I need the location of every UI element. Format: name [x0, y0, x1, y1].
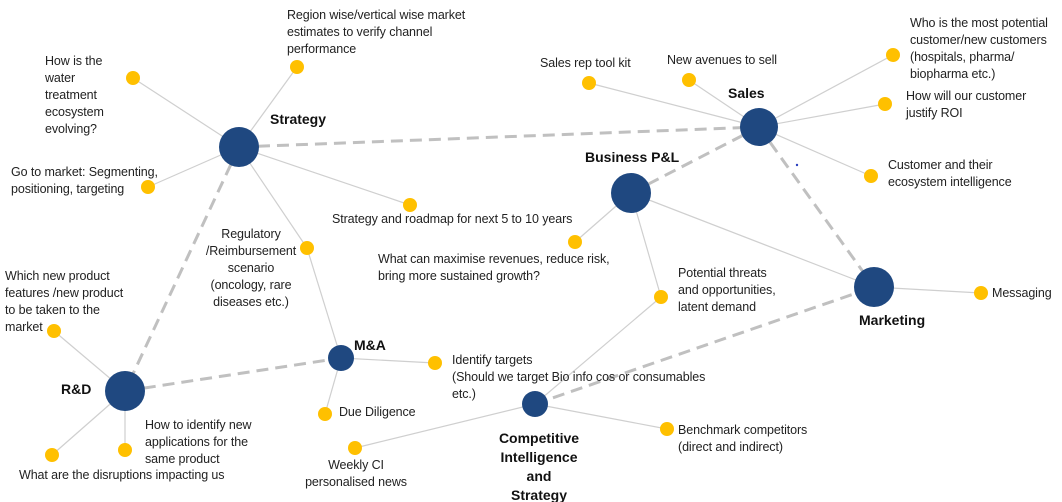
- edge-strategy-s1: [132, 77, 240, 148]
- leaf-label-due-diligence: Due Diligence: [339, 405, 416, 419]
- leaf-label-new-avenues: New avenues to sell: [667, 53, 777, 67]
- edge-sales-sa3: [758, 54, 894, 128]
- hub-node-strategy: [219, 127, 259, 167]
- leaf-label-new-product-features: Which new product features /new product …: [5, 269, 124, 334]
- hub-label-rnd: R&D: [61, 381, 92, 397]
- leaf-label-new-applications: How to identify new applications for the…: [145, 418, 252, 466]
- hub-node-mna: [328, 345, 354, 371]
- leaf-node-sa4: [878, 97, 892, 111]
- leaf-label-justify-roi: How will our customer justify ROI: [906, 89, 1027, 120]
- edge-strategy-s5: [238, 146, 308, 249]
- leaf-node-b1: [568, 235, 582, 249]
- leaf-node-s5: [300, 241, 314, 255]
- leaf-node-s2: [290, 60, 304, 74]
- hub-label-strategy: Strategy: [270, 111, 327, 127]
- leaf-node-r2: [118, 443, 132, 457]
- dashed-edge-strategy-rnd: [123, 146, 241, 392]
- leaf-label-maximise-revenues: What can maximise revenues, reduce risk,…: [378, 252, 610, 283]
- edge-strategy-s4: [238, 146, 411, 206]
- leaf-label-messaging: Messaging: [992, 286, 1052, 300]
- dashed-edge-business_pl-sales: [630, 125, 760, 195]
- leaf-node-c1: [348, 441, 362, 455]
- edge-business_pl-marketing: [630, 192, 875, 288]
- leaf-node-ma1: [428, 356, 442, 370]
- hub-label-sales: Sales: [728, 85, 765, 101]
- hub-node-marketing: [854, 267, 894, 307]
- edge-sales-sa4: [758, 103, 886, 128]
- leaf-node-s3: [141, 180, 155, 194]
- leaf-node-sa1: [582, 76, 596, 90]
- edge-mna-ma1: [340, 357, 436, 364]
- leaf-label-region-estimates: Region wise/vertical wise market estimat…: [287, 8, 466, 56]
- edge-sales-sa1: [588, 82, 760, 128]
- dashed-edge-strategy-sales: [238, 125, 760, 149]
- hub-label-business-pl: Business P&L: [585, 149, 680, 165]
- hub-label-marketing: Marketing: [859, 312, 926, 328]
- leaf-label-disruptions: What are the disruptions impacting us: [19, 468, 225, 482]
- hub-node-rnd: [105, 371, 145, 411]
- leaf-label-benchmark-competitors: Benchmark competitors (direct and indire…: [678, 423, 808, 454]
- leaf-label-identify-targets: Identify targets (Should we target Bio i…: [452, 353, 706, 401]
- leaf-node-b2: [654, 290, 668, 304]
- dashed-edge-sales-marketing: [757, 126, 876, 288]
- leaf-node-r1: [47, 324, 61, 338]
- hub-label-ci: Competitive Intelligence and Strategy: [498, 430, 580, 502]
- leaf-label-water-ecosystem: How is the water treatment ecosystem evo…: [45, 54, 104, 136]
- stray-dot: [795, 163, 799, 167]
- leaf-node-m1: [974, 286, 988, 300]
- leaf-node-r3: [45, 448, 59, 462]
- leaf-node-s4: [403, 198, 417, 212]
- dashed-edge-ci-marketing: [534, 285, 875, 406]
- hub-node-business_pl: [611, 173, 651, 213]
- leaf-label-customer-ecosystem: Customer and their ecosystem intelligenc…: [888, 158, 1012, 189]
- leaf-label-sales-rep-toolkit: Sales rep tool kit: [540, 56, 631, 70]
- leaf-label-threats-opportunities: Potential threats and opportunities, lat…: [678, 266, 776, 314]
- leaf-label-potential-customer: Who is the most potential customer/new c…: [910, 16, 1048, 81]
- edge-ci-c1: [354, 403, 536, 449]
- edge-ci-c2: [534, 403, 668, 430]
- leaf-node-s1: [126, 71, 140, 85]
- leaf-label-strategy-roadmap: Strategy and roadmap for next 5 to 10 ye…: [332, 212, 573, 226]
- leaf-node-c2: [660, 422, 674, 436]
- hub-node-sales: [740, 108, 778, 146]
- leaf-node-sa3: [886, 48, 900, 62]
- edge-sales-sa5: [758, 126, 872, 177]
- leaf-node-sa5: [864, 169, 878, 183]
- dashed-edge-rnd-mna: [124, 356, 342, 393]
- edge-ci-b2: [534, 296, 662, 405]
- leaf-label-weekly-ci: Weekly CI personalised news: [305, 458, 407, 489]
- leaf-label-go-to-market: Go to market: Segmenting, positioning, t…: [11, 165, 158, 196]
- leaf-node-sa2: [682, 73, 696, 87]
- leaf-node-ma2: [318, 407, 332, 421]
- leaf-label-regulatory: Regulatory /Reimbursement scenario (onco…: [205, 227, 297, 309]
- hub-label-mna: M&A: [354, 337, 386, 353]
- edge-mna-s5: [306, 247, 342, 359]
- hub-node-ci: [522, 391, 548, 417]
